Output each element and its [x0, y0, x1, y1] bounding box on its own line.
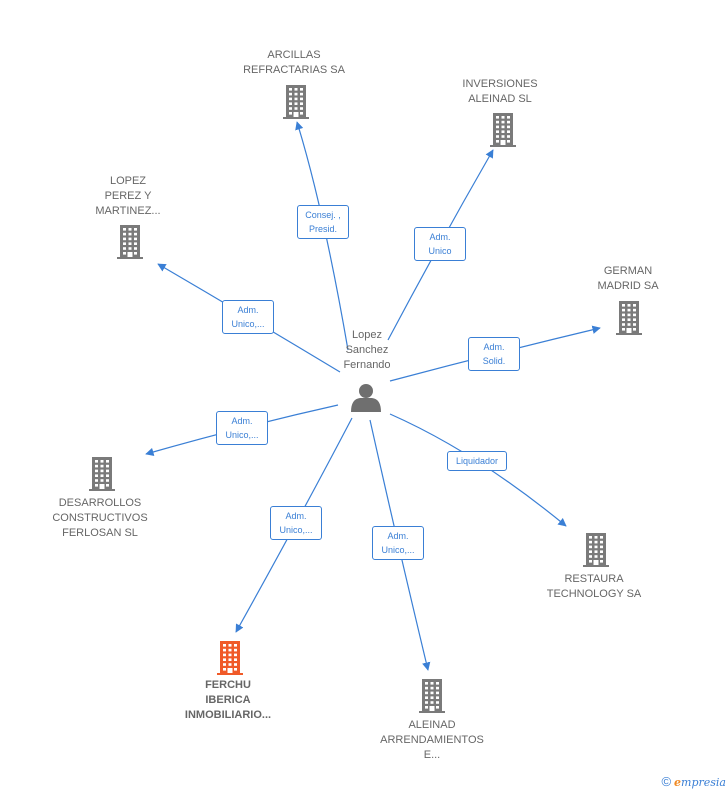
building-icon[interactable]: [490, 113, 516, 147]
building-icon[interactable]: [283, 85, 309, 119]
building-icon[interactable]: [583, 533, 609, 567]
company-label-arcillas[interactable]: ARCILLAS REFRACTARIAS SA: [243, 49, 345, 76]
building-icon[interactable]: [89, 457, 115, 491]
company-label-inversiones[interactable]: INVERSIONES ALEINAD SL: [462, 78, 538, 105]
building-icon[interactable]: [616, 301, 642, 335]
company-label-restaura[interactable]: RESTAURA TECHNOLOGY SA: [546, 573, 642, 600]
footer-brand[interactable]: ©empresia: [661, 774, 726, 789]
company-label-aleinad-arr[interactable]: ALEINAD ARRENDAMIENTOS E...: [380, 718, 484, 761]
person-icon[interactable]: [351, 384, 381, 412]
company-label-ferchu[interactable]: FERCHU IBERICA INMOBILIARIO...: [184, 678, 272, 721]
edge-label-aleinad-arr[interactable]: Adm. Unico,...: [372, 526, 424, 560]
edge-label-arcillas[interactable]: Consej. , Presid.: [297, 205, 349, 239]
copyright-symbol: ©: [661, 774, 672, 789]
edge-label-desarrollos[interactable]: Adm. Unico,...: [216, 411, 268, 445]
edge-label-restaura[interactable]: Liquidador: [447, 451, 507, 471]
company-label-desarrollos[interactable]: DESARROLLOS CONSTRUCTIVOS FERLOSAN SL: [52, 496, 148, 539]
edge-label-ferchu[interactable]: Adm. Unico,...: [270, 506, 322, 540]
brand-logo: empresia: [674, 776, 726, 789]
company-label-lopez-perez[interactable]: LOPEZ PEREZ Y MARTINEZ...: [95, 174, 161, 217]
edge-label-german[interactable]: Adm. Solid.: [468, 337, 520, 371]
edge-label-inversiones[interactable]: Adm. Unico: [414, 227, 466, 261]
center-person-label[interactable]: Lopez Sanchez Fernando: [343, 329, 391, 371]
company-label-german[interactable]: GERMAN MADRID SA: [597, 265, 659, 292]
edge-label-lopez-perez[interactable]: Adm. Unico,...: [222, 300, 274, 334]
building-icon[interactable]: [117, 225, 143, 259]
building-icon[interactable]: [419, 679, 445, 713]
building-icon[interactable]: [217, 641, 243, 675]
